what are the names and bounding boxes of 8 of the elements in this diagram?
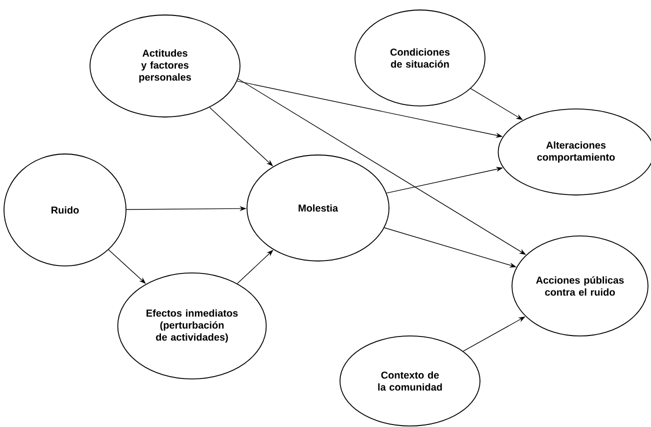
ellipse-node: Efectos inmediatos (perturbación de actividades)	[117, 272, 267, 380]
ellipse-node: Condiciones de situación	[354, 10, 486, 106]
arrow	[108, 249, 146, 284]
ellipse-node: Acciones públicas contra el ruido	[512, 236, 648, 336]
ellipse-node: Molestia	[246, 154, 390, 262]
ellipse-node: Ruido	[4, 154, 126, 266]
ellipse-node: Contexto de la comunidad	[340, 336, 480, 426]
ellipse-node: Actitudes y factores personales	[90, 14, 240, 118]
